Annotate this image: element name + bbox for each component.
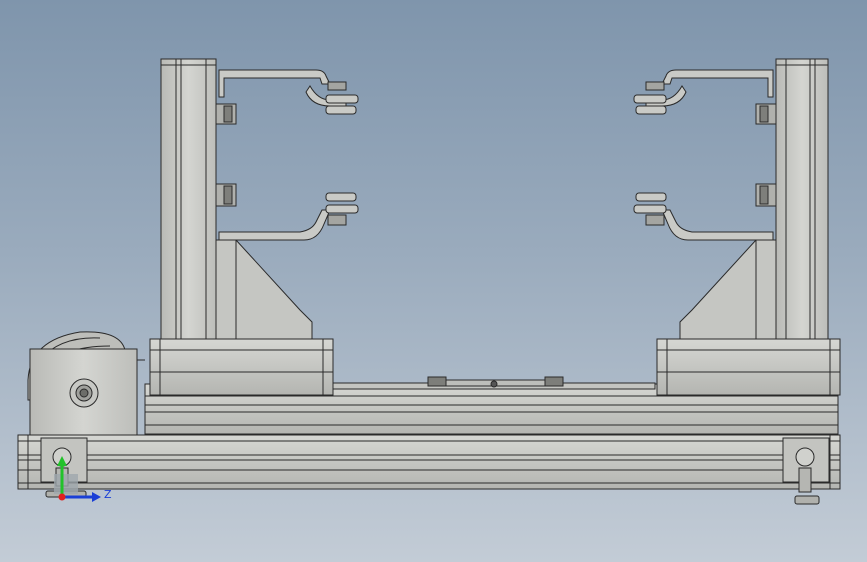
base-rail[interactable]: [17, 434, 841, 490]
triad-x-axis: [58, 493, 66, 501]
right-upper-clamp[interactable]: [633, 69, 777, 125]
right-column[interactable]: [775, 58, 829, 343]
coordinate-triad: Z: [54, 456, 112, 502]
right-lower-clamp[interactable]: [633, 183, 777, 241]
right-gusset[interactable]: [679, 239, 777, 343]
left-gusset[interactable]: [215, 239, 313, 343]
left-base-block[interactable]: [149, 338, 334, 396]
triad-z-label: Z: [104, 488, 112, 501]
left-upper-clamp[interactable]: [215, 69, 359, 125]
center-slide-block[interactable]: [332, 376, 656, 390]
right-leveling-foot[interactable]: [782, 437, 830, 505]
left-column[interactable]: [160, 58, 217, 343]
right-base-block[interactable]: [656, 338, 841, 396]
left-end-block[interactable]: [29, 348, 145, 436]
left-lower-clamp[interactable]: [215, 183, 359, 241]
